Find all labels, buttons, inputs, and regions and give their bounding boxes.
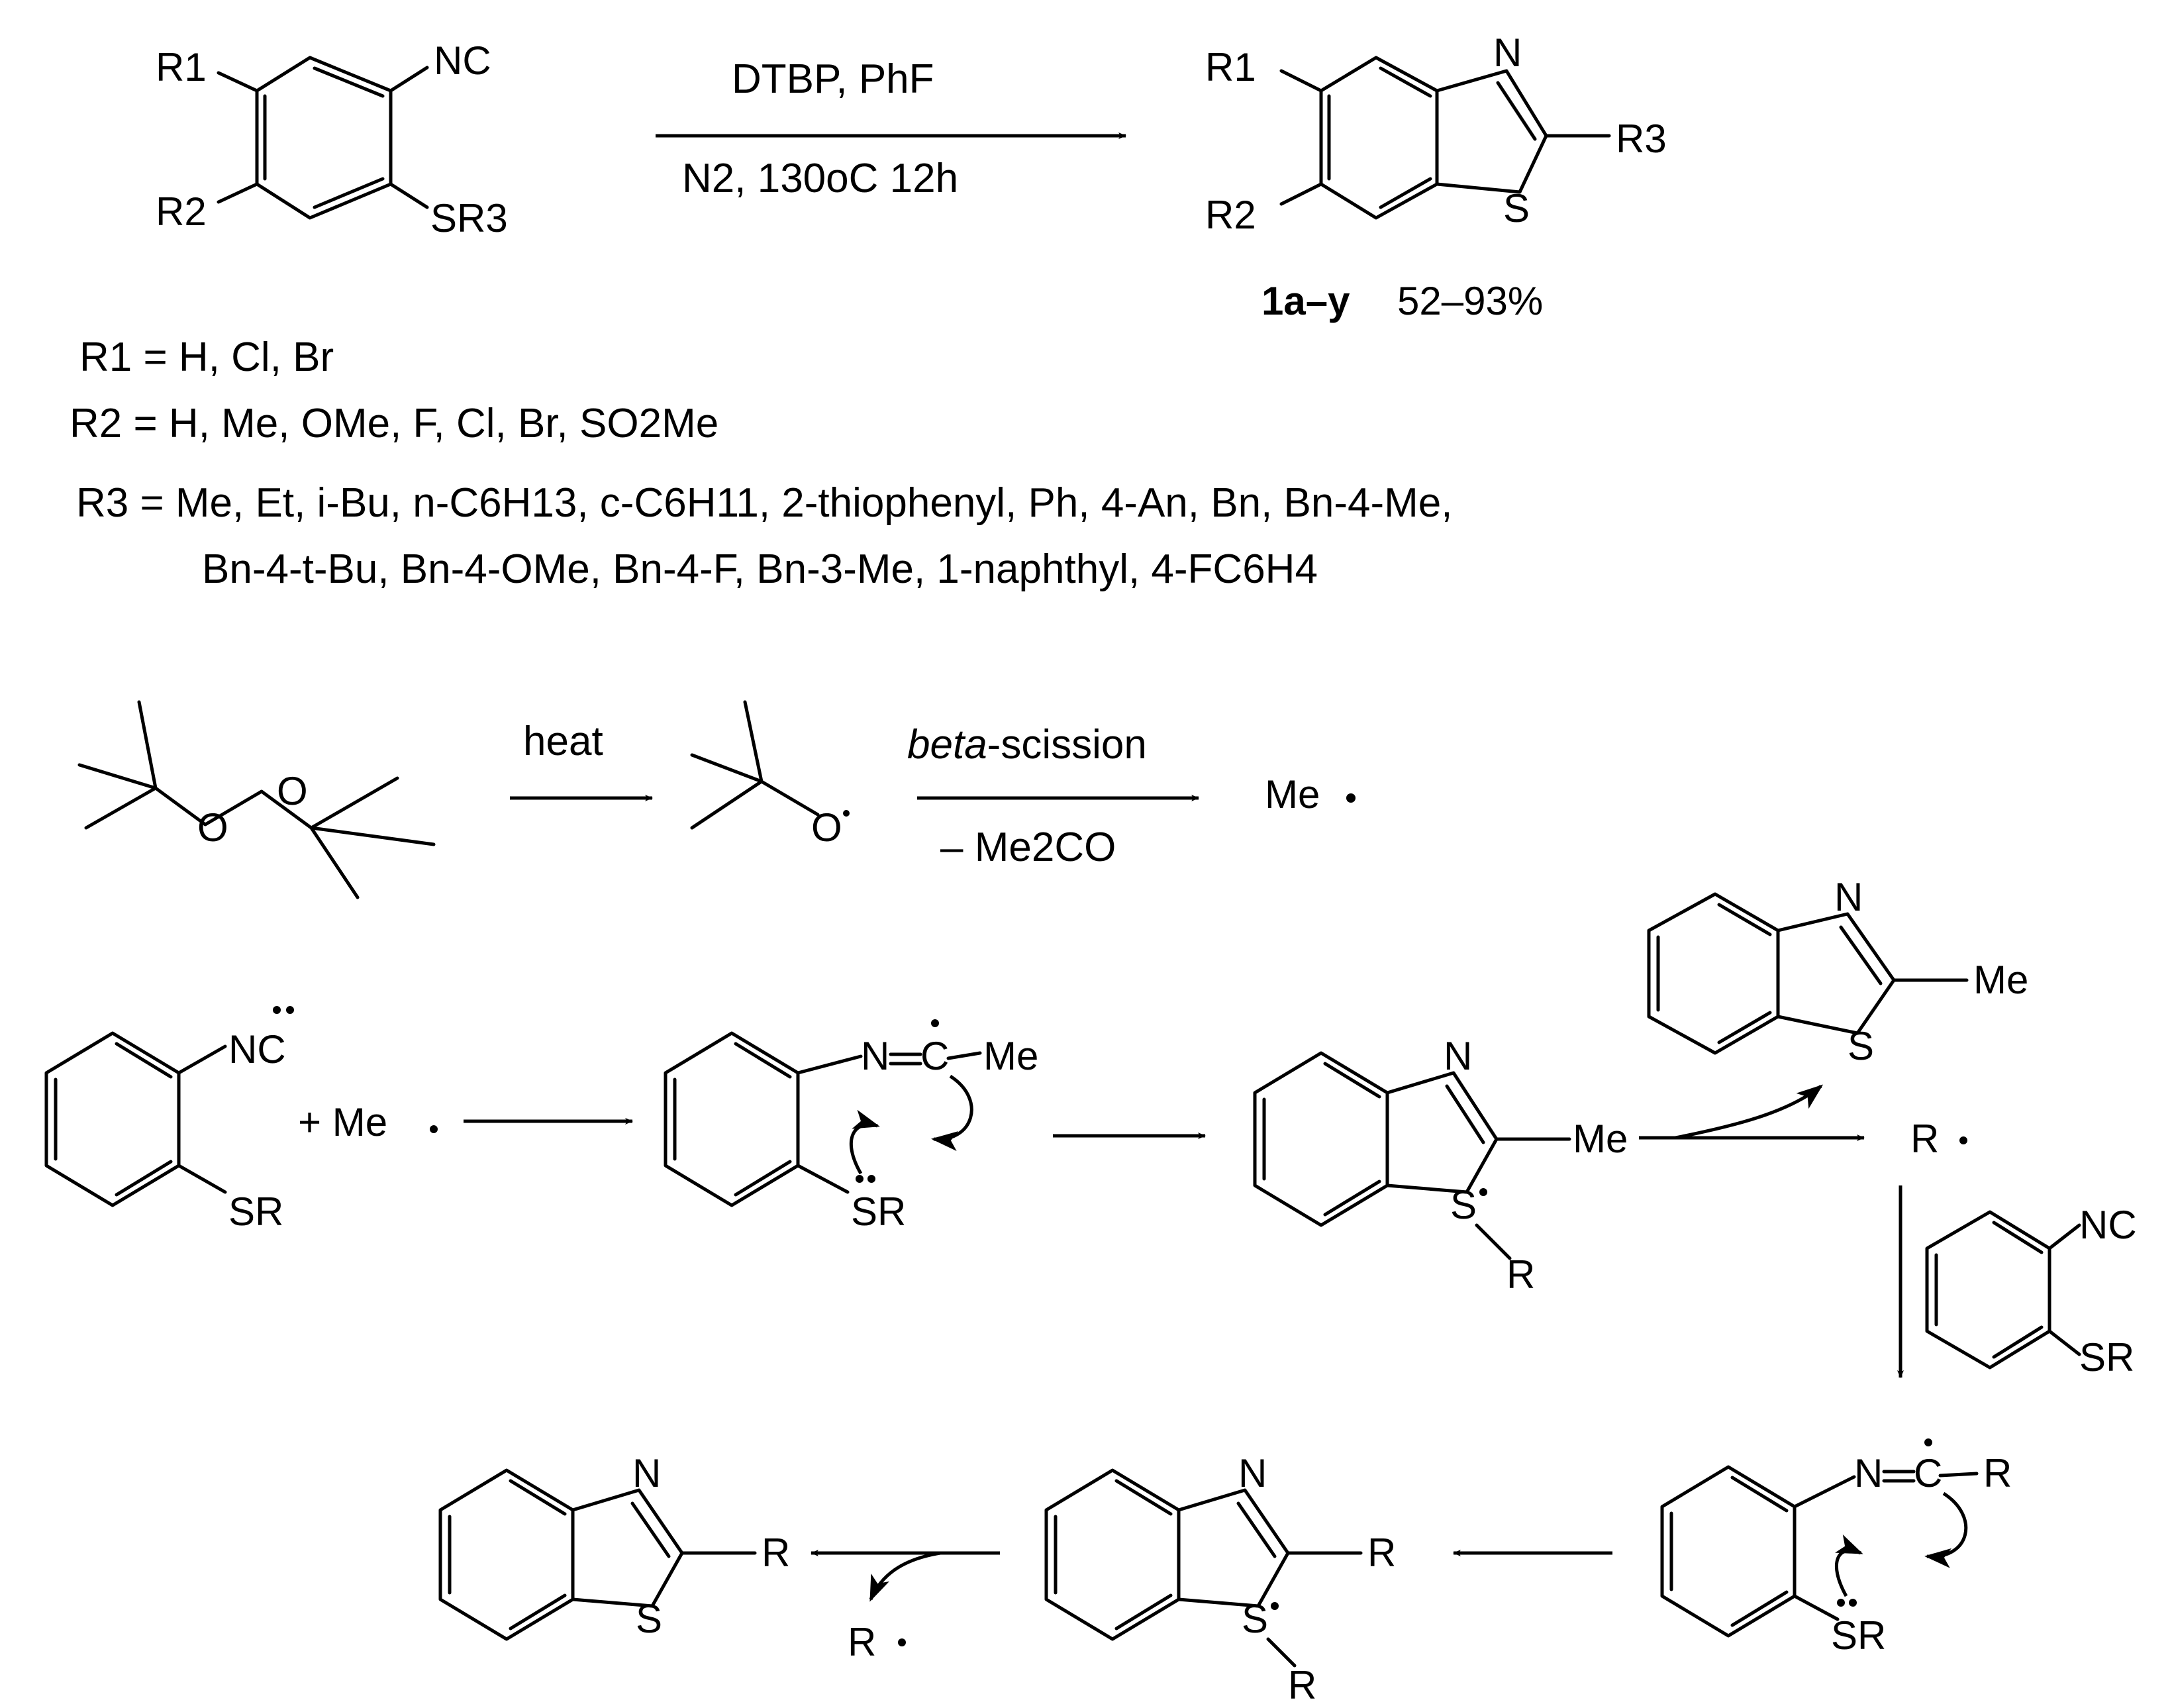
imidoyl-sr-label: SR (851, 1189, 906, 1234)
dtbp-o1-label: O (197, 805, 228, 850)
imidoyl-n-label: N (861, 1034, 889, 1078)
starting-material: R1 NC R2 SR3 (156, 38, 508, 240)
second-isocyanide: NC SR (1925, 1203, 2137, 1380)
imidoyl-radical: N C Me SR (664, 1019, 1038, 1234)
cyclic-r-label: R (1506, 1252, 1535, 1297)
product-compound-label: 1a–y (1261, 279, 1350, 323)
reaction-conditions: DTBP, PhF N2, 130oC 12h (656, 56, 1126, 201)
sm-r2-label: R2 (156, 189, 207, 234)
conditions-reagents: DTBP, PhF (732, 56, 934, 102)
imidoyl2-sr-label: SR (1831, 1613, 1886, 1658)
r2-definition: R2 = H, Me, OMe, F, Cl, Br, SO2Me (70, 401, 718, 446)
methyl-addition: + Me (298, 1100, 633, 1144)
tbuo-o-label: O (811, 805, 842, 850)
second-cyclic-radical: N S R R (1044, 1451, 1396, 1707)
svg-text:beta-scission: beta-scission (907, 722, 1147, 768)
cyclic-me-label: Me (1573, 1117, 1628, 1161)
isocyanide: NC SR (44, 1006, 294, 1234)
methylbzt-me-label: Me (1973, 958, 2028, 1002)
methylbzt-s-label: S (1848, 1024, 1874, 1068)
2-methylbenzothiazole: N S Me (1647, 875, 2028, 1068)
benzothiazole-product: R1 R2 N S R3 1a–y 52–93% (1205, 30, 1667, 323)
imidoyl2-c-label: C (1914, 1451, 1942, 1495)
isocyanide-sr-label: SR (228, 1189, 283, 1234)
final-elimination: R (811, 1550, 1000, 1664)
sm2-nc-label: NC (2079, 1203, 2137, 1247)
final-s-label: S (636, 1597, 662, 1641)
heat-step: heat (510, 719, 653, 801)
sm-sr3-label: SR3 (430, 196, 508, 240)
fragmentation-step: R (1639, 1084, 1967, 1161)
product-r3-label: R3 (1616, 117, 1667, 161)
r-radical-label: R (1910, 1117, 1939, 1161)
cyclic2-r-label: R (1367, 1531, 1396, 1575)
product-r2-label: R2 (1205, 193, 1256, 237)
cyclic2-n-label: N (1238, 1451, 1267, 1495)
plus-methyl-label: + Me (298, 1100, 387, 1144)
cyclic-n-label: N (1444, 1034, 1472, 1078)
beta-scission-step: beta-scission – Me2CO Me (907, 722, 1356, 870)
isocyanide-nc-label: NC (228, 1027, 286, 1072)
cyclic-s-label: S (1450, 1183, 1477, 1227)
dtbp-structure: O O (77, 700, 436, 899)
imidoyl-me-label: Me (983, 1034, 1038, 1078)
imidoyl-c-label: C (920, 1034, 949, 1078)
product-yield: 52–93% (1397, 279, 1543, 323)
product-r1-label: R1 (1205, 45, 1256, 89)
imidoyl2-r-label: R (1983, 1451, 2012, 1495)
final-n-label: N (632, 1451, 661, 1495)
r3-definition-line1: R3 = Me, Et, i-Bu, n-C6H13, c-C6H11, 2-t… (76, 480, 1452, 526)
cyclic2-s-label: S (1242, 1597, 1268, 1641)
released-r-radical-label: R (848, 1620, 876, 1664)
sm-r1-label: R1 (156, 45, 207, 89)
final-benzothiazole-product: N S R (438, 1451, 790, 1641)
methylbzt-n-label: N (1834, 875, 1863, 919)
sm-nc-label: NC (434, 38, 491, 83)
cyclic2-s-r-label: R (1288, 1663, 1316, 1707)
r3-definition-line2: Bn-4-t-Bu, Bn-4-OMe, Bn-4-F, Bn-3-Me, 1-… (202, 546, 1318, 592)
methyl-radical-label: Me (1265, 772, 1320, 817)
product-n-label: N (1493, 30, 1522, 75)
conditions-temperature: N2, 130oC 12h (682, 156, 958, 201)
heat-label: heat (523, 719, 603, 764)
svg-text:R1: R1 (156, 45, 207, 89)
product-s-label: S (1503, 186, 1530, 230)
second-imidoyl-radical: N C R SR (1660, 1438, 2012, 1658)
dtbp-o2-label: O (277, 769, 308, 813)
acetone-loss-label: – Me2CO (940, 825, 1116, 870)
sm2-sr-label: SR (2079, 1335, 2134, 1380)
scission-label: -scission (987, 722, 1147, 768)
beta-label: beta (907, 722, 987, 768)
final-r-label: R (762, 1531, 790, 1575)
tert-butoxy-radical: O (690, 700, 850, 850)
r1-definition: R1 = H, Cl, Br (79, 334, 334, 380)
cyclic-sulfuranyl-radical: N S Me R (1253, 1034, 1628, 1297)
substituent-definitions: R1 = H, Cl, Br R2 = H, Me, OMe, F, Cl, B… (70, 334, 1452, 592)
imidoyl2-n-label: N (1854, 1451, 1883, 1495)
